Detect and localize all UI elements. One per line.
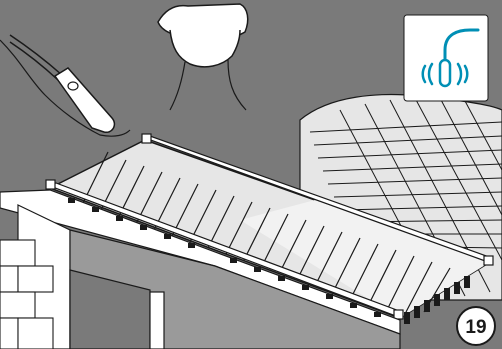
vibrator-tip — [68, 82, 78, 90]
concrete-vibrator-icon — [404, 15, 488, 101]
prop-post — [150, 292, 164, 349]
step-number: 19 — [465, 317, 486, 338]
step-number-badge: 19 — [457, 307, 495, 345]
